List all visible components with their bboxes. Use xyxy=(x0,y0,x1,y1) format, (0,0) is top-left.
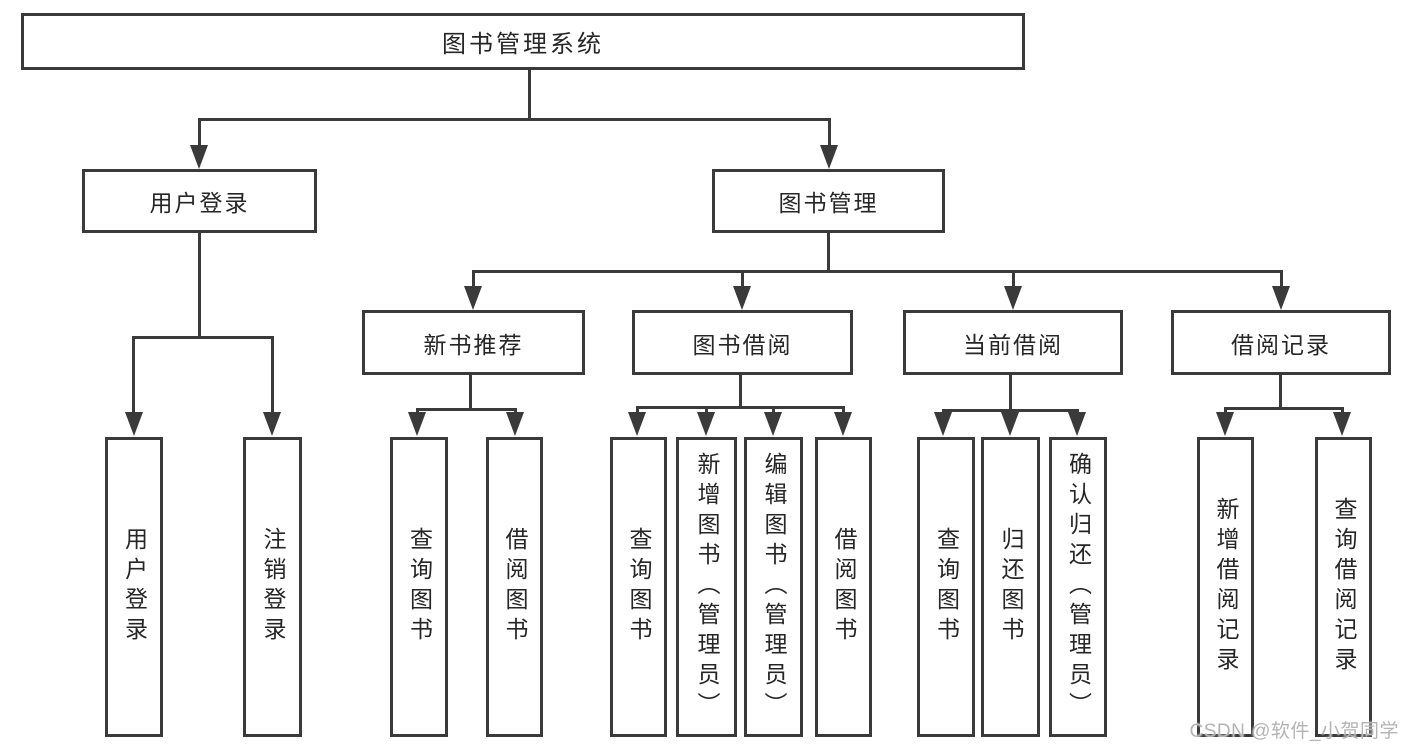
connector-current-borrow-stub xyxy=(1009,375,1012,409)
arrow-down-icon xyxy=(1333,412,1351,436)
connector-drop-leaf-logout xyxy=(271,336,274,413)
connector-modules xyxy=(472,270,1283,273)
leaf-add-borrow-record: 新增借阅记录 xyxy=(1197,437,1254,737)
connector-drop xyxy=(514,408,517,413)
arrow-down-icon xyxy=(820,145,838,169)
connector-borrow-records-children xyxy=(1224,407,1344,410)
csdn-watermark: CSDN @软件_小贺同学 xyxy=(1189,721,1399,742)
connector-new-book-rec-children xyxy=(416,408,517,411)
connector-drop xyxy=(1224,407,1227,413)
leaf-borrow-books-recommend: 借阅图书 xyxy=(486,437,543,737)
connector-drop xyxy=(416,408,419,413)
arrow-down-icon xyxy=(464,286,482,310)
leaf-label: 编辑图书（管理员） xyxy=(761,452,787,722)
arrow-down-icon xyxy=(190,145,208,169)
leaf-label: 确认归还（管理员） xyxy=(1065,452,1092,722)
leaf-logout: 注销登录 xyxy=(243,437,302,737)
node-new-book-recommend: 新书推荐 xyxy=(362,310,585,375)
node-book-borrow: 图书借阅 xyxy=(632,310,853,375)
connector-drop xyxy=(942,409,945,413)
leaf-borrow-books: 借阅图书 xyxy=(815,437,872,737)
connector-book-borrow-children xyxy=(636,406,845,409)
connector-user-login-stub xyxy=(198,233,201,336)
leaf-label: 新增借阅记录 xyxy=(1213,497,1239,677)
connector-user-login-children xyxy=(133,336,274,339)
connector-drop-current-borrow xyxy=(1012,270,1015,287)
connector-book-mgmt-stub xyxy=(827,233,830,270)
arrow-down-icon xyxy=(263,412,281,436)
leaf-query-books-current: 查询图书 xyxy=(917,437,975,737)
leaf-label: 查询图书 xyxy=(406,527,433,647)
node-borrow-records: 借阅记录 xyxy=(1171,310,1391,375)
leaf-edit-books-admin: 编辑图书（管理员） xyxy=(744,437,803,737)
node-root-library-system: 图书管理系统 xyxy=(21,13,1025,70)
connector-drop-new-book-rec xyxy=(472,270,475,287)
arrow-down-icon xyxy=(1001,412,1019,436)
node-book-management: 图书管理 xyxy=(712,169,945,233)
leaf-add-books-admin: 新增图书（管理员） xyxy=(676,437,737,737)
arrow-down-icon xyxy=(733,286,751,310)
arrow-down-icon xyxy=(1272,286,1290,310)
connector-level2 xyxy=(198,118,831,121)
leaf-label: 查询借阅记录 xyxy=(1331,497,1357,677)
connector-book-borrow-stub xyxy=(739,375,742,406)
arrow-down-icon xyxy=(764,412,782,436)
leaf-label: 借阅图书 xyxy=(502,527,528,647)
arrow-down-icon xyxy=(934,412,952,436)
arrow-down-icon xyxy=(1004,286,1022,310)
connector-drop xyxy=(1341,407,1344,413)
arrow-down-icon xyxy=(506,412,524,436)
connector-new-book-rec-stub xyxy=(469,375,472,408)
leaf-label: 归还图书 xyxy=(998,527,1024,647)
connector-borrow-records-stub xyxy=(1279,375,1282,407)
arrow-down-icon xyxy=(408,412,426,436)
connector-drop xyxy=(772,406,775,413)
arrow-down-icon xyxy=(1068,412,1086,436)
arrow-down-icon xyxy=(834,412,852,436)
connector-drop-book-mgmt xyxy=(828,118,831,146)
leaf-query-books-recommend: 查询图书 xyxy=(390,437,448,737)
leaf-confirm-return-admin: 确认归还（管理员） xyxy=(1049,437,1107,737)
connector-drop xyxy=(1076,409,1079,413)
leaf-label: 借阅图书 xyxy=(831,527,857,647)
connector-drop xyxy=(705,406,708,413)
arrow-down-icon xyxy=(628,412,646,436)
leaf-label: 查询图书 xyxy=(933,527,960,647)
leaf-return-books: 归还图书 xyxy=(981,437,1040,737)
connector-drop xyxy=(636,406,639,413)
connector-drop-borrow-records xyxy=(1280,270,1283,287)
arrow-down-icon xyxy=(125,412,143,436)
arrow-down-icon xyxy=(697,412,715,436)
connector-drop-user-login xyxy=(198,118,201,146)
connector-root-stub xyxy=(528,69,531,118)
leaf-label: 查询图书 xyxy=(626,527,652,647)
connector-drop xyxy=(1009,409,1012,413)
node-user-login: 用户登录 xyxy=(82,169,317,233)
leaf-query-books-borrow: 查询图书 xyxy=(610,437,667,737)
connector-drop xyxy=(842,406,845,413)
node-current-borrow: 当前借阅 xyxy=(903,310,1123,375)
connector-drop-leaf-user-login xyxy=(132,336,135,413)
connector-drop-book-borrow xyxy=(741,270,744,287)
leaf-query-borrow-record: 查询借阅记录 xyxy=(1315,437,1372,737)
leaf-label: 用户登录 xyxy=(121,527,148,647)
arrow-down-icon xyxy=(1216,412,1234,436)
leaf-user-login: 用户登录 xyxy=(105,437,163,737)
leaf-label: 注销登录 xyxy=(260,527,286,647)
leaf-label: 新增图书（管理员） xyxy=(694,452,720,722)
